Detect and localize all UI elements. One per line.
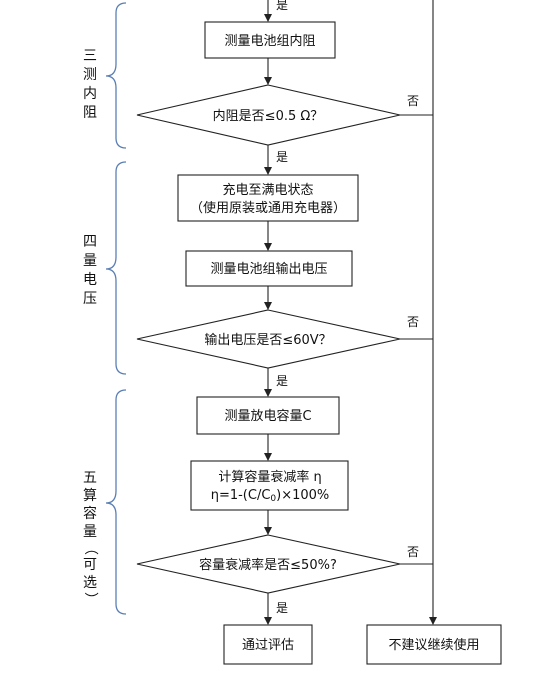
section-char: 四: [83, 234, 97, 250]
section-char: 三: [83, 48, 97, 64]
section-char: 内: [83, 86, 97, 102]
formula-label: η=1-(C/C0)×100%: [211, 488, 330, 504]
yes-label: 是: [276, 601, 288, 615]
measure-resistance-box: 测量电池组内阻: [204, 21, 336, 59]
node-label: 内阻是否≤0.5 Ω？: [213, 108, 324, 124]
pass-box: 通过评估: [223, 624, 313, 665]
node-label: 通过评估: [242, 638, 294, 653]
node-label: 测量放电容量C: [224, 408, 311, 424]
no-label: 否: [407, 94, 419, 108]
node-label: 测量电池组内阻: [224, 33, 315, 49]
section-char: 电: [83, 272, 97, 288]
node-label: 测量电池组输出电压: [210, 261, 327, 277]
node-label: 容量衰减率是否≤50%?: [199, 557, 337, 573]
section-char: ）: [82, 592, 98, 606]
section-char: 测: [83, 67, 97, 83]
section-label-four: 四 量 电 压: [83, 234, 97, 307]
voltage-check-diamond: 输出电压是否≤60V？: [136, 309, 401, 369]
measure-capacity-box: 测量放电容量C: [196, 396, 340, 435]
section-char: 量: [83, 253, 97, 269]
no-label: 否: [407, 315, 419, 329]
node-label: （使用原装或通用充电器）: [190, 200, 346, 216]
section-brace-three: [105, 2, 127, 149]
node-label: 不建议继续使用: [388, 637, 479, 653]
section-char: 可: [83, 557, 97, 573]
node-label: 计算容量衰减率 η: [218, 469, 321, 485]
yes-label: 是: [276, 0, 288, 12]
not-recommended-box: 不建议继续使用: [366, 624, 502, 665]
calc-decay-box: 计算容量衰减率 η η=1-(C/C0)×100%: [190, 460, 349, 511]
section-char: 算: [83, 488, 97, 504]
no-label: 否: [407, 545, 419, 559]
section-char: 量: [83, 524, 97, 540]
section-char: （: [82, 541, 98, 555]
section-char: 压: [83, 291, 97, 307]
node-label: 充电至满电状态: [222, 182, 313, 198]
measure-voltage-box: 测量电池组输出电压: [185, 250, 353, 287]
decay-check-diamond: 容量衰减率是否≤50%?: [136, 534, 401, 594]
section-label-five: 五 算 容 量 （ 可 选 ）: [82, 470, 98, 606]
resistance-check-diamond: 内阻是否≤0.5 Ω？: [136, 84, 401, 146]
section-char: 阻: [83, 105, 97, 121]
section-char: 选: [83, 575, 97, 591]
section-label-three: 三 测 内 阻: [83, 48, 97, 121]
section-brace-five: [105, 389, 127, 615]
node-label: 输出电压是否≤60V？: [204, 332, 331, 348]
section-char: 容: [83, 505, 97, 522]
yes-label: 是: [276, 150, 288, 164]
charge-full-box: 充电至满电状态 （使用原装或通用充电器）: [177, 174, 359, 222]
section-char: 五: [83, 470, 97, 486]
yes-label: 是: [276, 374, 288, 388]
section-brace-four: [105, 161, 127, 375]
